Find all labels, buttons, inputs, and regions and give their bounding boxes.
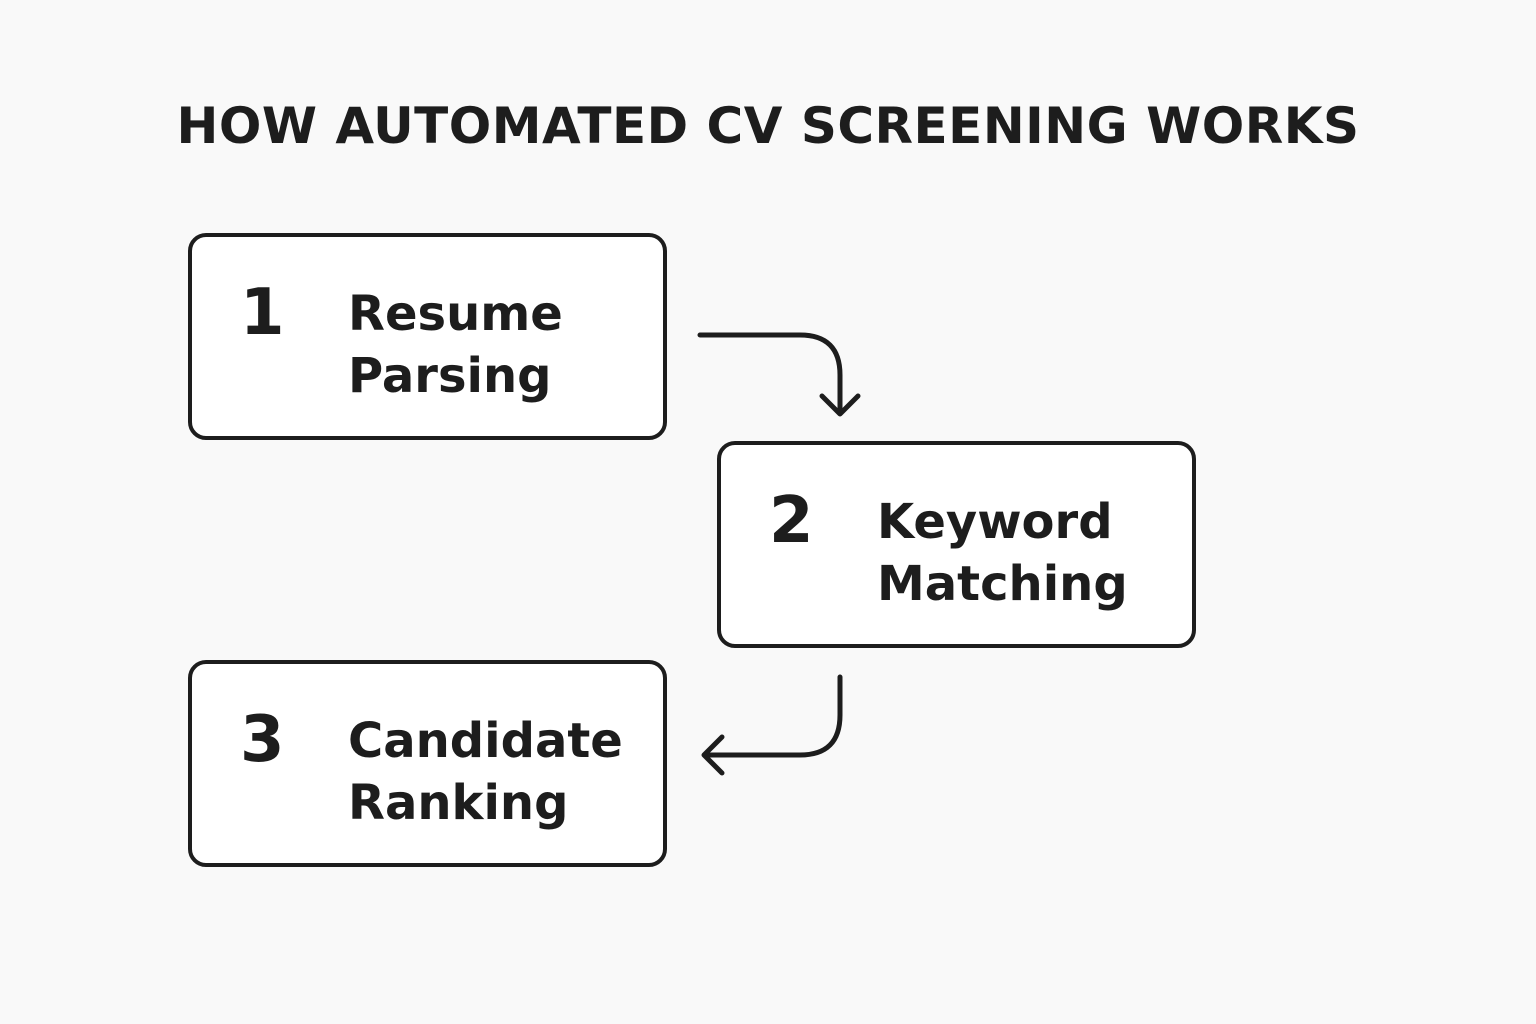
step-label: Keyword Matching (877, 494, 1128, 612)
step-box-keyword-matching: 2 Keyword Matching (717, 441, 1196, 648)
arrow-step1-to-step2 (697, 332, 843, 413)
step-box-resume-parsing: 1 Resume Parsing (188, 233, 667, 440)
step-number: 1 (240, 276, 285, 350)
step-number: 3 (240, 703, 285, 777)
arrow-head-down-icon (819, 393, 861, 417)
step-label: Resume Parsing (348, 286, 563, 404)
arrow-step2-to-step3 (705, 674, 843, 758)
diagram-title: HOW AUTOMATED CV SCREENING WORKS (176, 97, 1360, 155)
arrow-head-left-icon (701, 734, 725, 776)
step-box-candidate-ranking: 3 Candidate Ranking (188, 660, 667, 867)
step-number: 2 (769, 484, 814, 558)
step-label: Candidate Ranking (348, 713, 623, 831)
